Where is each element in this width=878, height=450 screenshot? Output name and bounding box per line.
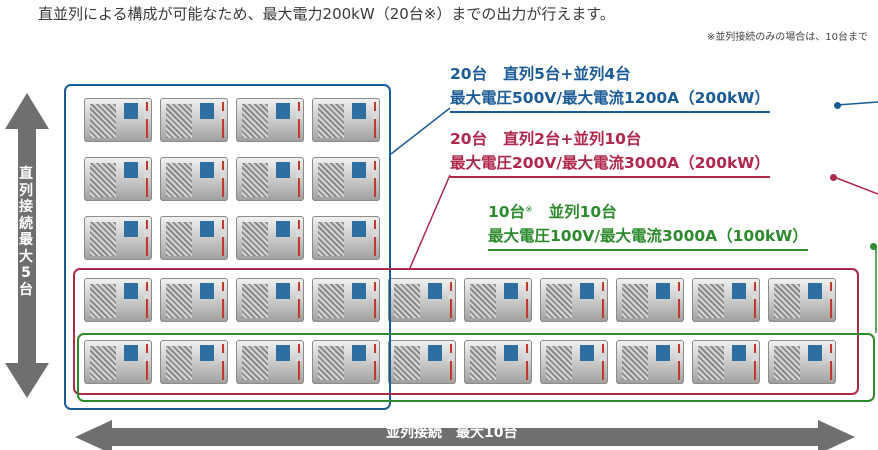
series5-parallel4-group-box <box>64 84 391 410</box>
unit-handle-rail <box>146 220 148 256</box>
power-supply-unit-icon <box>616 278 684 322</box>
unit-handle-rail <box>450 344 452 380</box>
red-leader-line <box>409 174 451 269</box>
power-supply-unit-icon <box>160 98 228 142</box>
horizontal-arrow <box>75 420 855 450</box>
vertical-arrow-label: 直列接続 最大5台 <box>19 166 47 298</box>
unit-handle-rail <box>678 282 680 318</box>
config-1-detail: 直列5台+並列4台 <box>503 65 631 83</box>
config-2-spec: 最大電圧200V/最大電流3000A（200kW） <box>450 151 770 178</box>
unit-handle-rail <box>374 102 376 138</box>
horizontal-arrow-label: 並列接続 最大10台 <box>386 425 518 441</box>
power-supply-unit-icon <box>464 340 532 384</box>
intro-text: 直並列による構成が可能なため、最大電力200kW（20台※）までの出力が行えます… <box>38 5 615 23</box>
config-3-dot <box>870 243 877 250</box>
power-supply-unit-icon <box>84 98 152 142</box>
power-supply-unit-icon <box>160 340 228 384</box>
unit-handle-rail <box>146 102 148 138</box>
unit-handle-rail <box>602 282 604 318</box>
unit-handle-rail <box>146 344 148 380</box>
power-supply-unit-icon <box>84 157 152 201</box>
power-supply-unit-icon <box>768 278 836 322</box>
unit-handle-rail <box>146 282 148 318</box>
power-supply-unit-icon <box>312 278 380 322</box>
power-supply-unit-icon <box>236 340 304 384</box>
blue-tail-line <box>836 101 878 106</box>
config-label-2: 20台直列2台+並列10台 最大電圧200V/最大電流3000A（200kW） <box>450 127 770 178</box>
red-tail-line <box>833 176 878 195</box>
power-supply-unit-icon <box>236 216 304 260</box>
unit-handle-rail <box>222 220 224 256</box>
power-supply-unit-icon <box>236 98 304 142</box>
unit-handle-rail <box>830 282 832 318</box>
unit-handle-rail <box>754 282 756 318</box>
power-supply-unit-icon <box>84 278 152 322</box>
unit-handle-rail <box>374 344 376 380</box>
power-supply-unit-icon <box>160 278 228 322</box>
unit-handle-rail <box>298 282 300 318</box>
unit-handle-rail <box>526 344 528 380</box>
unit-handle-rail <box>374 282 376 318</box>
config-3-spec: 最大電圧100V/最大電流3000A（100kW） <box>488 224 808 251</box>
unit-handle-rail <box>754 344 756 380</box>
config-1-spec: 最大電圧500V/最大電流1200A（200kW） <box>450 86 770 113</box>
series2-parallel10-group-box <box>73 268 859 395</box>
unit-handle-rail <box>298 102 300 138</box>
config-2-count: 20台 <box>450 130 488 148</box>
power-supply-unit-icon <box>692 340 760 384</box>
unit-handle-rail <box>298 220 300 256</box>
power-supply-unit-icon <box>236 157 304 201</box>
unit-handle-rail <box>678 344 680 380</box>
config-1-count: 20台 <box>450 65 488 83</box>
power-supply-unit-icon <box>540 340 608 384</box>
power-supply-unit-icon <box>388 340 456 384</box>
config-label-1: 20台直列5台+並列4台 最大電圧500V/最大電流1200A（200kW） <box>450 62 770 113</box>
power-supply-unit-icon <box>84 216 152 260</box>
power-supply-unit-icon <box>84 340 152 384</box>
power-supply-unit-icon <box>160 216 228 260</box>
power-supply-unit-icon <box>464 278 532 322</box>
config-1-dot <box>834 102 841 109</box>
power-supply-unit-icon <box>160 157 228 201</box>
vertical-arrow <box>5 93 49 398</box>
power-supply-unit-icon <box>768 340 836 384</box>
unit-handle-rail <box>222 344 224 380</box>
power-supply-unit-icon <box>692 278 760 322</box>
power-supply-unit-icon <box>312 340 380 384</box>
unit-handle-rail <box>830 344 832 380</box>
unit-handle-rail <box>222 282 224 318</box>
parallel10-group-box <box>77 333 875 402</box>
unit-handle-rail <box>298 161 300 197</box>
unit-handle-rail <box>146 161 148 197</box>
footnote-text: ※並列接続のみの場合は、10台まで <box>706 32 868 43</box>
blue-leader-line <box>390 107 451 155</box>
power-supply-unit-icon <box>540 278 608 322</box>
unit-handle-rail <box>450 282 452 318</box>
config-2-dot <box>830 174 837 181</box>
config-3-count: 10台 <box>488 203 526 221</box>
unit-handle-rail <box>374 220 376 256</box>
unit-handle-rail <box>298 344 300 380</box>
unit-handle-rail <box>222 161 224 197</box>
config-label-3: 10台※ 並列10台 最大電圧100V/最大電流3000A（100kW） <box>488 200 808 251</box>
power-supply-unit-icon <box>312 157 380 201</box>
power-supply-unit-icon <box>236 278 304 322</box>
config-2-detail: 直列2台+並列10台 <box>503 130 642 148</box>
unit-handle-rail <box>602 344 604 380</box>
power-supply-unit-icon <box>616 340 684 384</box>
config-3-mark: ※ <box>525 205 533 215</box>
power-supply-unit-icon <box>312 216 380 260</box>
power-supply-unit-icon <box>388 278 456 322</box>
unit-handle-rail <box>374 161 376 197</box>
power-supply-unit-icon <box>312 98 380 142</box>
config-3-detail: 並列10台 <box>548 203 617 221</box>
unit-handle-rail <box>222 102 224 138</box>
unit-handle-rail <box>526 282 528 318</box>
